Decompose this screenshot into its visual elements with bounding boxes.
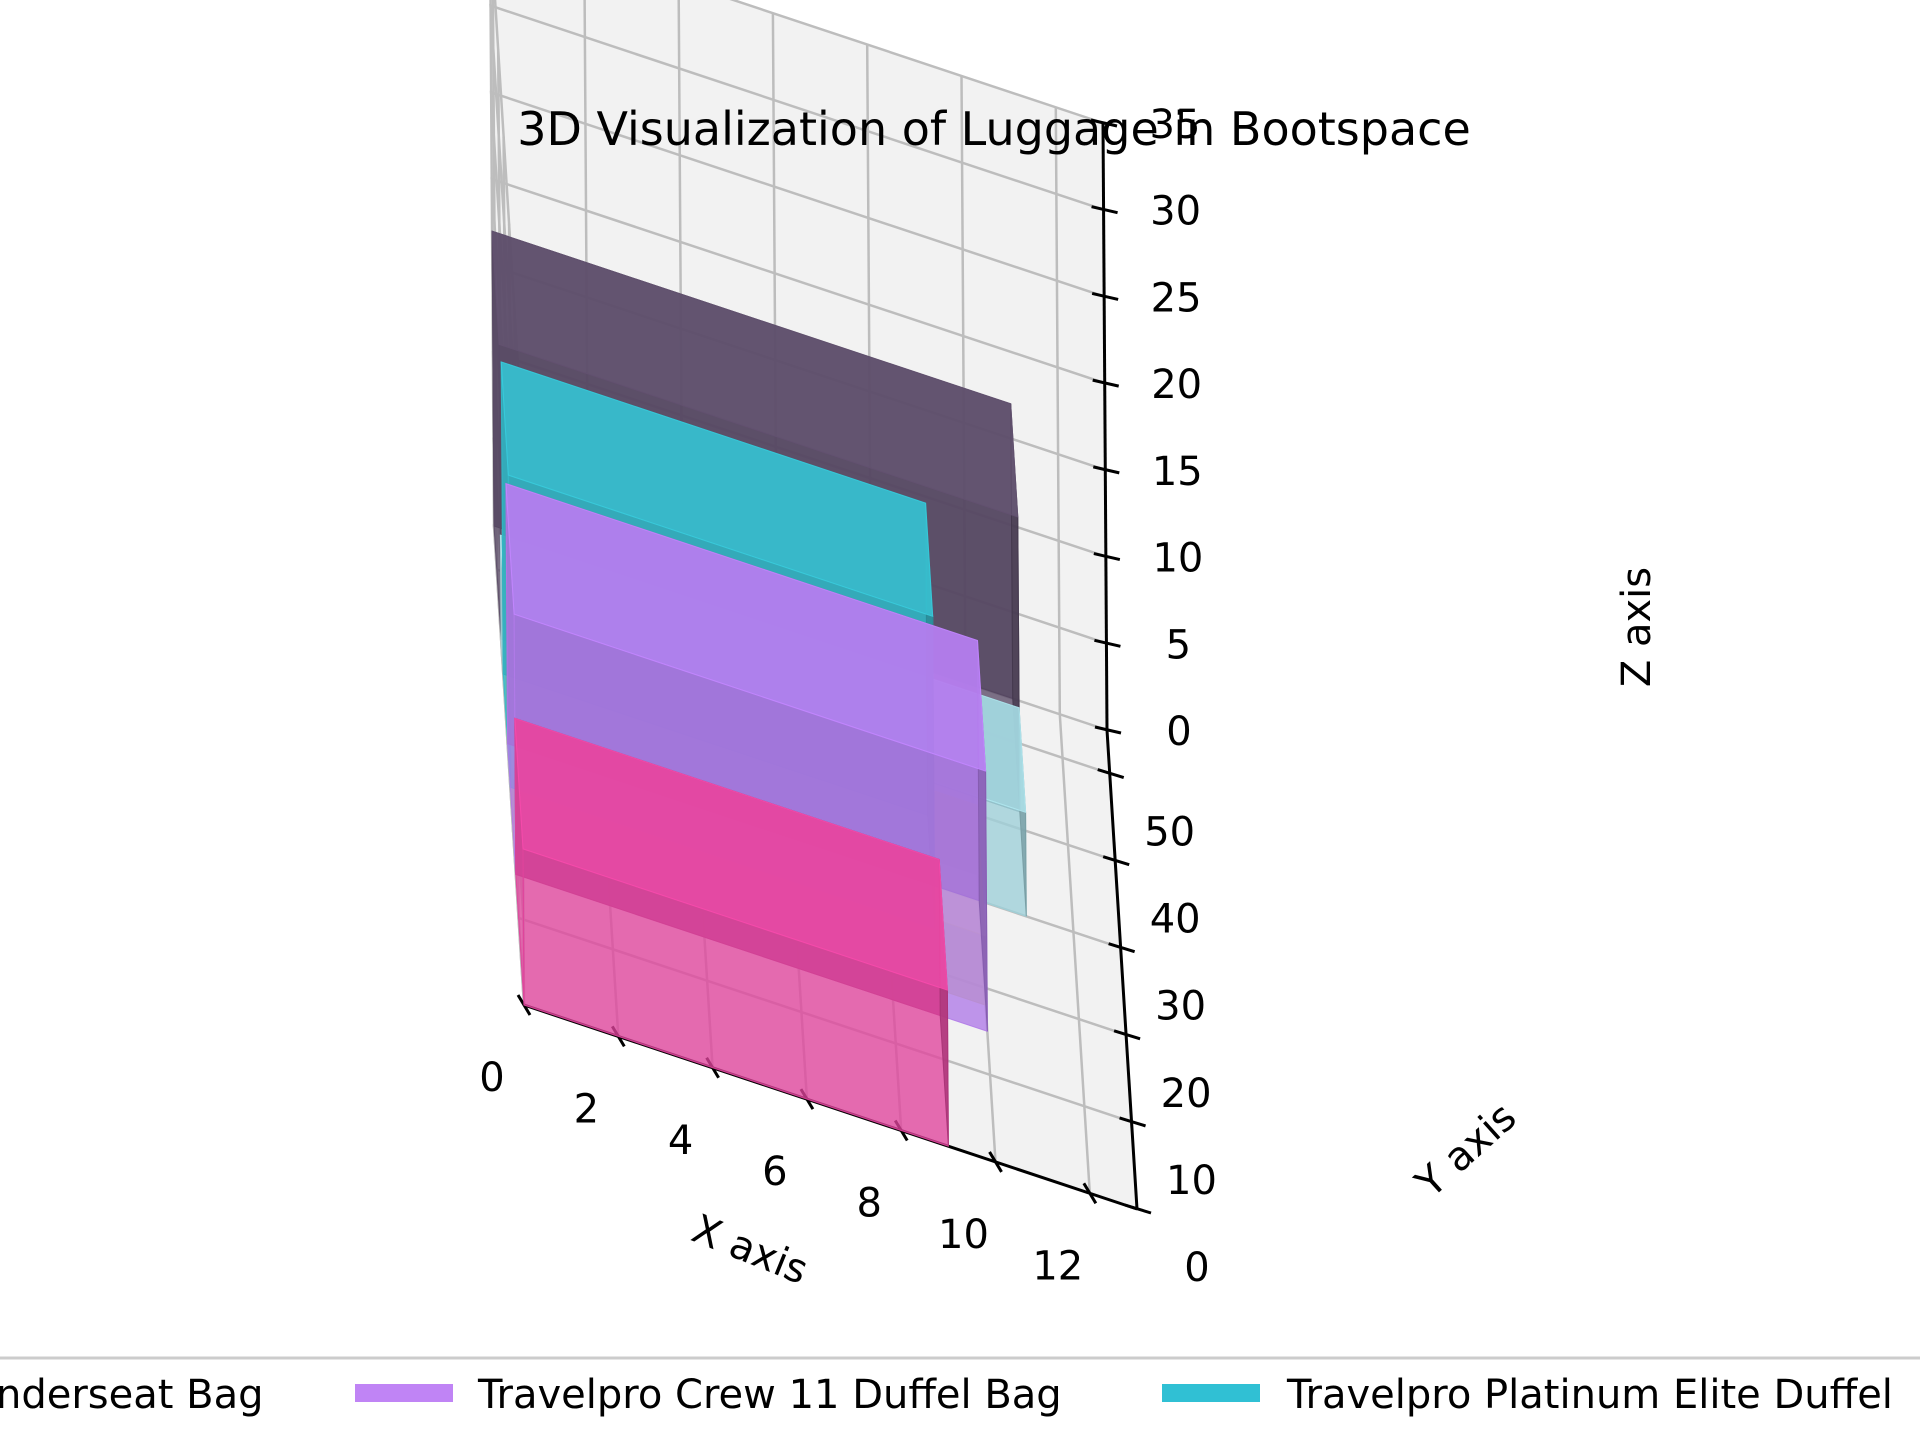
y-tick-10 (1119, 1116, 1146, 1128)
x-tick-12 (1082, 1182, 1098, 1205)
bar-5-top-face (514, 717, 948, 991)
x-tick-label-8: 8 (856, 1181, 881, 1227)
bars (491, 230, 1027, 1147)
legend-swatch-2 (1162, 1384, 1260, 1402)
y-axis-line (1105, 729, 1139, 1210)
z-tick-label-10: 10 (1152, 536, 1203, 582)
z-tick-label-20: 20 (1151, 362, 1202, 408)
y-tick-label-40: 40 (1150, 897, 1201, 943)
y-tick-20 (1113, 1029, 1141, 1041)
legend-swatch-1 (355, 1384, 453, 1402)
legend-label-0: nderseat Bag (0, 1372, 264, 1418)
z-tick-label-0: 0 (1166, 709, 1191, 755)
legend: nderseat Bag Travelpro Crew 11 Duffel Ba… (0, 1356, 1920, 1418)
y-tick-label-20: 20 (1161, 1071, 1212, 1117)
y-tick-label-30: 30 (1155, 984, 1206, 1030)
bar-5 (514, 717, 949, 1147)
z-tick-20 (1092, 378, 1120, 388)
z-tick-0 (1094, 725, 1122, 735)
x-tick-label-10: 10 (938, 1212, 989, 1258)
legend-label-1: Travelpro Crew 11 Duffel Bag (477, 1372, 1062, 1418)
z-tick-5 (1094, 638, 1121, 648)
y-tick-label-10: 10 (1166, 1158, 1217, 1204)
chart-title: 3D Visualization of Luggage in Bootspace (517, 102, 1471, 156)
y-tick-label-50: 50 (1144, 810, 1195, 856)
y-tick-30 (1108, 942, 1136, 954)
bar-3-top-face (500, 361, 934, 618)
z-tick-25 (1091, 291, 1119, 301)
y-axis-title: Y axis (1407, 1094, 1526, 1207)
bar-4-top-face (505, 482, 987, 772)
z-tick-30 (1091, 205, 1118, 215)
x-tick-label-4: 4 (668, 1118, 693, 1164)
bar-0-top-face (491, 230, 1019, 518)
z-tick-10 (1093, 552, 1121, 562)
z-axis-line (1101, 122, 1109, 731)
legend-label-2: Travelpro Platinum Elite Duffel (1286, 1372, 1893, 1418)
y-tick-0 (1124, 1203, 1152, 1215)
x-tick-label-6: 6 (762, 1149, 787, 1195)
z-tick-label-15: 15 (1152, 449, 1203, 495)
x-tick-label-0: 0 (479, 1055, 504, 1101)
z-axis-title: Z axis (1614, 567, 1660, 687)
z-tick-35 (1090, 118, 1118, 128)
x-tick-label-12: 12 (1032, 1243, 1083, 1289)
x-tick-10 (988, 1151, 1003, 1173)
y-tick-40 (1102, 855, 1130, 867)
x-tick-label-2: 2 (574, 1086, 599, 1132)
y-tick-label-0: 0 (1184, 1245, 1209, 1291)
z-tick-label-35: 35 (1150, 102, 1201, 148)
z-tick-15 (1092, 465, 1120, 475)
x-axis-title: X axis (685, 1206, 814, 1294)
z-tick-label-30: 30 (1150, 189, 1201, 235)
z-tick-label-5: 5 (1166, 622, 1191, 668)
z-tick-label-25: 25 (1151, 275, 1202, 321)
tick-labels: 0 2 4 6 8 10 12 0 10 20 30 40 50 0 5 10 15 20 25 30 35 (479, 102, 1217, 1291)
y-tick-50 (1097, 768, 1125, 779)
